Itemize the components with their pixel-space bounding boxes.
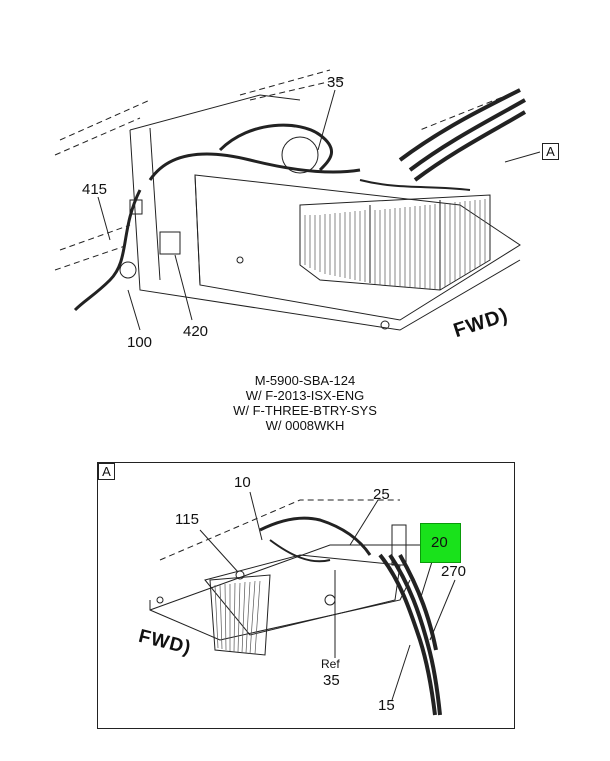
callout-420: 420 (183, 323, 209, 340)
caption-line-3: W/ F-THREE-BTRY-SYS (233, 403, 377, 418)
callout-270: 270 (441, 563, 467, 580)
callout-100: 100 (127, 334, 153, 351)
view-a-marker: A (542, 143, 559, 160)
caption-line-2: W/ F-2013-ISX-ENG (245, 388, 365, 403)
caption-line-4: W/ 0008WKH (265, 418, 345, 433)
callout-415: 415 (82, 181, 108, 198)
callout-15: 15 (378, 697, 395, 714)
callout-35: 35 (327, 74, 344, 91)
callout-25: 25 (373, 486, 390, 503)
detail-view-label: A (98, 463, 115, 480)
detail-view-a (97, 462, 515, 729)
caption-line-1: M-5900-SBA-124 (254, 373, 356, 388)
callout-ref-label: Ref (321, 657, 340, 671)
callout-115: 115 (175, 511, 199, 528)
callout-20-highlighted[interactable]: 20 (420, 523, 461, 563)
callout-10: 10 (234, 474, 251, 491)
callout-ref-35: 35 (323, 672, 340, 689)
figure-caption: M-5900-SBA-124 W/ F-2013-ISX-ENG W/ F-TH… (0, 373, 610, 433)
